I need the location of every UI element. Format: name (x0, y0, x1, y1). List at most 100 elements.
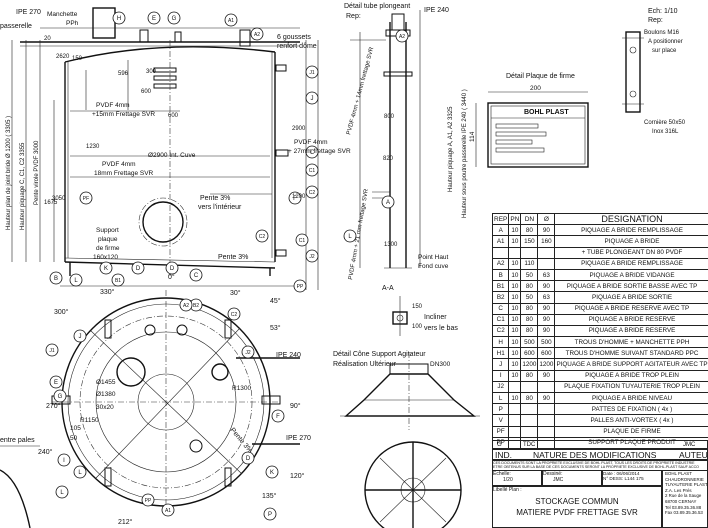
ref-bubble: A1 (161, 503, 175, 517)
cell-pn (508, 414, 522, 427)
table-row: V PALLES ANTI-VORTEX ( 4x ) (491, 414, 708, 427)
cell-designation: PIQUAGE A BRIDE SUPPORT AGITATEUR AVEC T… (554, 358, 708, 371)
plan-title-2: MATIERE PVDF FRETTAGE SVR (516, 508, 638, 517)
ref-bubble-label: H (117, 16, 121, 22)
rev-tdc: TDC (523, 442, 536, 448)
cell-dn: 110 (520, 257, 539, 270)
cell-rep: B1 (491, 280, 510, 293)
label-frettage2: + 27mm frettage SVR (288, 148, 351, 155)
plan-r105: 105 (70, 425, 81, 432)
cell-dn: 80 (520, 224, 539, 237)
ref-bubble-label: C2 (259, 234, 266, 240)
cell-dn (520, 425, 539, 438)
ref-bubble-label: B1 (115, 278, 121, 284)
vlabel-3: Hauteur sous poutre passerelle IPE 240 (… (462, 89, 468, 218)
title-block: G TDC JMC IND. NATURE DES MODIFICATIONS … (492, 440, 708, 528)
cell-dn: 1200 (520, 358, 539, 371)
cell-rep: V (491, 414, 510, 427)
cell-designation: PIQUAGE A BRIDE TROP PLEIN (554, 369, 708, 382)
dim-20: 20 (44, 36, 51, 42)
ref-bubble-label: A1 (165, 508, 171, 514)
cell-rep: H1 (491, 347, 510, 360)
plan-r1380: Ø1380 (96, 391, 116, 398)
cell-rep (491, 246, 510, 259)
cell-dn: 80 (520, 302, 539, 315)
ref-bubble-label: K (270, 470, 274, 476)
date-value: Date : 06/06/2014 (603, 471, 640, 476)
label-detail-tube: Détail tube plongeant (344, 3, 410, 10)
angle-240: 240° (38, 448, 53, 456)
cell-dn: 80 (520, 391, 539, 405)
label-boulons: Boulons M16 (644, 30, 680, 36)
ref-bubble: J1 (305, 65, 319, 79)
cell-pn: 10 (508, 336, 522, 349)
cell-designation: PIQUAGE A BRIDE (554, 235, 708, 248)
drawn-value: JMC (553, 477, 564, 483)
ref-bubble: C1 (305, 163, 319, 177)
angle-30: 30° (230, 289, 241, 297)
ref-bubble-label: D (246, 456, 251, 462)
angle-0: 0° (168, 273, 175, 281)
cell-rep: L (491, 391, 510, 405)
cell-pn: 10 (508, 391, 522, 405)
dim-600a: 600 (141, 89, 152, 95)
label-dn300: DN300 (430, 361, 451, 368)
dim-1200: 1200 (292, 194, 306, 200)
ref-bubble-label: J (79, 334, 82, 340)
nameplate-detail (475, 91, 589, 168)
cell-diameter: 90 (537, 280, 556, 293)
cell-pn: 10 (508, 313, 522, 326)
cell-diameter: 500 (537, 336, 556, 349)
cell-designation: TROUS D'HOMME SUIVANT STANDARD PPC (554, 347, 708, 360)
plan-title-1: STOCKAGE COMMUN (535, 497, 619, 506)
ref-bubble-label: J (311, 96, 314, 102)
cell-dn: 500 (520, 336, 539, 349)
cell-designation: TROUS D'HOMME + MANCHETTE PPH (554, 336, 708, 349)
ref-bubble: A2 (250, 27, 264, 41)
left-partial-view (0, 445, 40, 528)
cell-rep: B2 (491, 291, 510, 304)
vlabel-5: PVDF 4mm + 14mm frettage SVR (346, 46, 375, 136)
label-frettage1: +15mm Frettage SVR (92, 111, 155, 118)
label-pvdf3: PVDF 4mm (102, 161, 136, 168)
legal-notice: CES DOCUMENTS SONT LA PROPRIETE EXCLUSIV… (492, 460, 708, 470)
cell-rep: A (491, 224, 510, 237)
cell-diameter (537, 403, 556, 416)
cell-dn: 80 (520, 280, 539, 293)
cell-designation: PIQUAGE A BRIDE RESERVE AVEC TP (554, 302, 708, 315)
cell-pn: 10 (508, 235, 522, 248)
dim-100: 100 (412, 324, 423, 330)
cell-designation: PATTES DE FIXATION ( 4x ) (554, 403, 708, 416)
plan-r1300: R1300 (232, 385, 252, 392)
cell-designation: PALLES ANTI-VORTEX ( 4x ) (554, 414, 708, 427)
company-line-2: CHAUDRONNERIE (665, 476, 704, 482)
cell-pn: 10 (508, 324, 522, 338)
rev-g: G (497, 442, 502, 448)
ref-bubble-label: A2 (183, 303, 189, 309)
angle-212: 212° (118, 518, 133, 526)
cell-rep: B (491, 268, 510, 282)
label-ipe240-detail: IPE 240 (424, 7, 449, 14)
section-aa (392, 296, 408, 336)
plan-title-cell: Libellé Plan : STOCKAGE COMMUN MATIERE P… (492, 486, 662, 528)
label-vers: vers l'intérieur (198, 204, 242, 211)
ref-bubble: F (288, 191, 302, 205)
cell-dn (520, 380, 539, 394)
label-corniere: Cornière 50x50 (644, 120, 686, 126)
angle-300: 300° (54, 308, 69, 316)
label-support: Support (96, 227, 119, 234)
plan-ipe270: IPE 270 (286, 435, 311, 442)
dim-3050: 3050 (52, 196, 66, 202)
ref-bubble-label: PP (145, 498, 152, 504)
company-fax: Fax 03.89.35.36.53 (665, 510, 703, 516)
company-cell: BOHL PLAST CHAUDRONNERIE TUYAUTERIE PLAS… (662, 470, 708, 528)
company-address-1: Z.A. Les Prés (665, 487, 692, 493)
cell-dn: 50 (520, 268, 539, 282)
